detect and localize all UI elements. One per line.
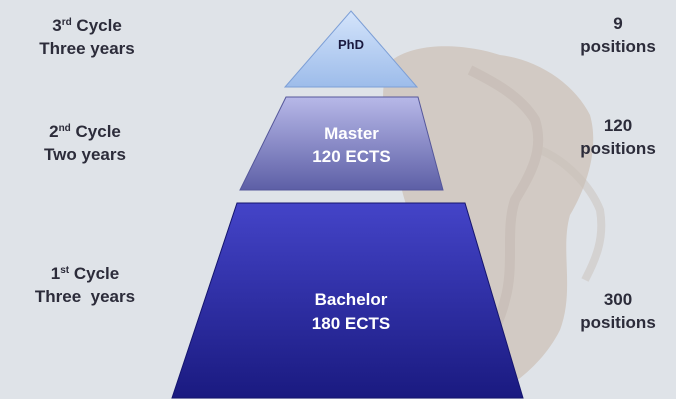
positions-word: positions (580, 37, 656, 56)
cycle-ordinal: 1st Cycle (50, 264, 120, 283)
degree-name: Bachelor (314, 290, 388, 309)
phd-tier (283, 10, 419, 88)
positions-label-master: 120 positions (560, 114, 676, 160)
cycle-label-1st: 1st Cycle Three years (5, 262, 165, 308)
cycle-duration: Two years (44, 145, 126, 164)
positions-label-bachelor: 300 positions (560, 288, 676, 334)
cycle-ordinal: 2nd Cycle (49, 122, 121, 141)
bachelor-tier-label: Bachelor 180 ECTS (258, 288, 444, 336)
positions-count: 120 (603, 116, 633, 135)
cycle-duration: Three years (34, 287, 136, 306)
phd-tier-label: PhD (300, 37, 402, 52)
cycle-duration: Three years (39, 39, 135, 58)
cycle-label-3rd: 3rd Cycle Three years (2, 14, 172, 60)
positions-word: positions (580, 313, 656, 332)
degree-name: PhD (338, 37, 364, 52)
master-tier-label: Master 120 ECTS (270, 122, 433, 168)
bachelor-tier (171, 202, 524, 399)
cycle-ordinal: 3rd Cycle (52, 16, 122, 35)
master-tier (239, 96, 444, 191)
positions-count: 9 (613, 14, 623, 33)
degree-name: Master (324, 124, 379, 143)
degree-credits: 180 ECTS (311, 314, 391, 333)
degree-credits: 120 ECTS (312, 147, 391, 166)
positions-count: 300 (603, 290, 633, 309)
positions-label-phd: 9 positions (560, 12, 676, 58)
cycle-label-2nd: 2nd Cycle Two years (5, 120, 165, 166)
positions-word: positions (580, 139, 656, 158)
